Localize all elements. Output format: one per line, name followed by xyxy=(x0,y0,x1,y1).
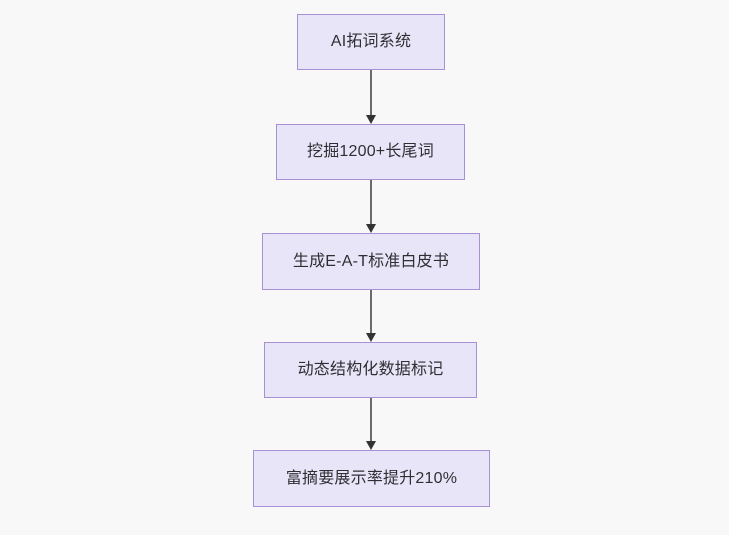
flow-node-label: AI拓词系统 xyxy=(330,33,412,50)
flow-node-dynamic-structured-data-markup[interactable]: 动态结构化数据标记 xyxy=(264,342,477,398)
flow-edge-3 xyxy=(370,290,372,334)
flow-node-label: 生成E-A-T标准白皮书 xyxy=(292,252,450,270)
down-arrow-icon xyxy=(365,224,376,233)
flow-node-generate-eat-whitepaper[interactable]: 生成E-A-T标准白皮书 xyxy=(262,233,480,290)
down-arrow-icon xyxy=(365,115,376,124)
flow-node-label: 富摘要展示率提升210% xyxy=(285,469,458,487)
flow-node-mine-longtail-keywords[interactable]: 挖掘1200+长尾词 xyxy=(276,124,465,180)
flow-edge-1 xyxy=(370,70,372,116)
flow-node-ai-keyword-system[interactable]: AI拓词系统 xyxy=(297,14,445,70)
flow-node-rich-snippet-impression-uplift[interactable]: 富摘要展示率提升210% xyxy=(253,450,490,507)
flow-edge-2 xyxy=(370,180,372,225)
flow-edge-4 xyxy=(370,398,372,442)
down-arrow-icon xyxy=(365,441,376,450)
flow-node-label: 挖掘1200+长尾词 xyxy=(307,143,434,160)
flow-node-label: 动态结构化数据标记 xyxy=(297,361,444,378)
down-arrow-icon xyxy=(365,333,376,342)
